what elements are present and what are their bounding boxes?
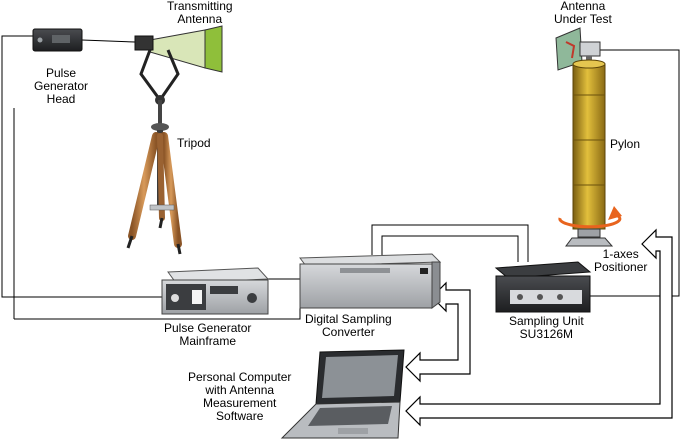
tripod-device [126, 130, 182, 255]
label-transmitting-antenna: Transmitting Antenna [167, 0, 233, 26]
label-digital-sampling-converter: Digital Sampling Converter [305, 312, 392, 339]
wire-head-to-mainframe [1, 35, 162, 298]
sampling-unit-device [494, 261, 592, 313]
positioner-device [558, 206, 622, 247]
label-pylon: Pylon [610, 137, 641, 151]
label-sampling-unit: Sampling Unit SU3126M [509, 314, 584, 341]
arrow-positioner-computer [405, 228, 673, 427]
connection-wires [1, 35, 680, 320]
wire-aut-to-sampler [590, 49, 680, 297]
label-pulse-generator-head: Pulse Generator Head [34, 66, 89, 106]
label-tripod: Tripod [177, 136, 211, 150]
label-antenna-under-test: Antenna Under Test [554, 0, 612, 26]
label-positioner: 1-axes Positioner [594, 247, 648, 274]
personal-computer-device [280, 349, 405, 439]
wire-converter-to-sampler-1 [371, 224, 529, 262]
pylon-device [572, 59, 606, 230]
wire-head-to-antenna [81, 39, 136, 43]
transmitting-antenna-device [134, 25, 223, 131]
label-personal-computer: Personal Computer with Antenna Measureme… [188, 370, 292, 423]
pulse-generator-mainframe-device [161, 267, 270, 315]
wire-converter-to-sampler-2 [381, 235, 519, 262]
pulse-generator-head-device [32, 28, 83, 52]
label-pulse-generator-mainframe: Pulse Generator Mainframe [164, 321, 252, 348]
rotation-arrow-icon [558, 212, 622, 229]
data-link-arrows [405, 228, 673, 427]
digital-sampling-converter-device [299, 253, 442, 309]
